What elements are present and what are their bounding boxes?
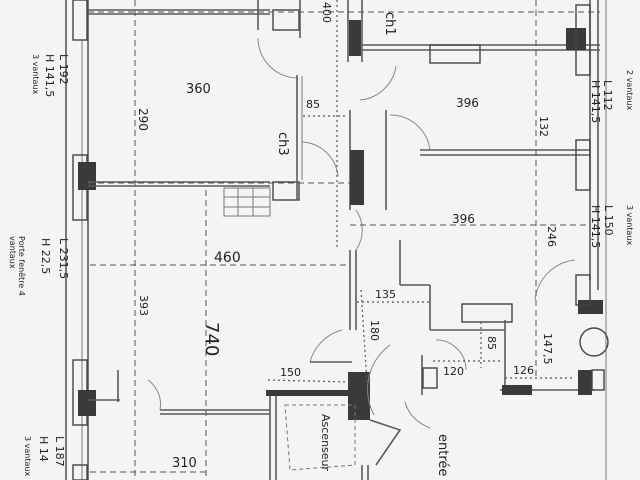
room-label-entrance: entrée bbox=[435, 434, 450, 477]
window-right-mid-note: 3 vantaux bbox=[625, 205, 634, 246]
dim-120: 120 bbox=[443, 365, 464, 378]
dim-85-top: 85 bbox=[306, 98, 320, 111]
dim-396-mid: 396 bbox=[452, 212, 475, 226]
dim-360: 360 bbox=[186, 82, 211, 97]
dim-180: 180 bbox=[368, 320, 381, 341]
dim-310: 310 bbox=[172, 456, 197, 471]
window-left-mid-height: H 22,5 bbox=[39, 238, 52, 275]
dim-126: 126 bbox=[513, 364, 534, 377]
window-left-mid-note: Porte fenêtre 4 vantaux bbox=[8, 236, 26, 296]
dim-246: 246 bbox=[545, 226, 558, 247]
room-label-ch3: ch3 bbox=[275, 132, 290, 156]
dim-460: 460 bbox=[214, 250, 241, 266]
room-label-lift: Ascenseur bbox=[319, 414, 332, 472]
window-right-top-height: H 141,5 bbox=[589, 80, 602, 124]
window-left-top-note: 3 vantaux bbox=[31, 54, 40, 95]
dim-290: 290 bbox=[136, 108, 150, 131]
window-left-mid-width: L 231,5 bbox=[57, 238, 70, 280]
dim-135: 135 bbox=[375, 288, 396, 301]
window-right-mid-height: H 141,5 bbox=[589, 205, 602, 249]
dim-400: 400 bbox=[320, 2, 333, 23]
dim-85-bottom: 85 bbox=[485, 336, 498, 350]
window-right-mid-width: L 150 bbox=[602, 205, 615, 236]
window-left-bottom-height: H 14 bbox=[37, 436, 50, 462]
window-left-top-width: L 192 bbox=[57, 54, 70, 85]
dim-150: 150 bbox=[280, 366, 301, 379]
window-right-top-note: 2 vantaux bbox=[625, 70, 634, 111]
window-right-top-width: L 112 bbox=[601, 80, 614, 111]
dim-396-top: 396 bbox=[456, 96, 479, 110]
room-label-ch1: ch1 bbox=[382, 12, 397, 36]
dim-740: 740 bbox=[201, 322, 222, 357]
dim-132: 132 bbox=[537, 116, 550, 137]
window-left-bottom-note: 3 vantaux bbox=[23, 436, 32, 477]
window-left-top-height: H 141,5 bbox=[43, 54, 56, 98]
dim-147-5: 147,5 bbox=[541, 333, 554, 365]
dim-393: 393 bbox=[137, 295, 150, 316]
window-left-bottom-width: L 187 bbox=[53, 436, 66, 467]
